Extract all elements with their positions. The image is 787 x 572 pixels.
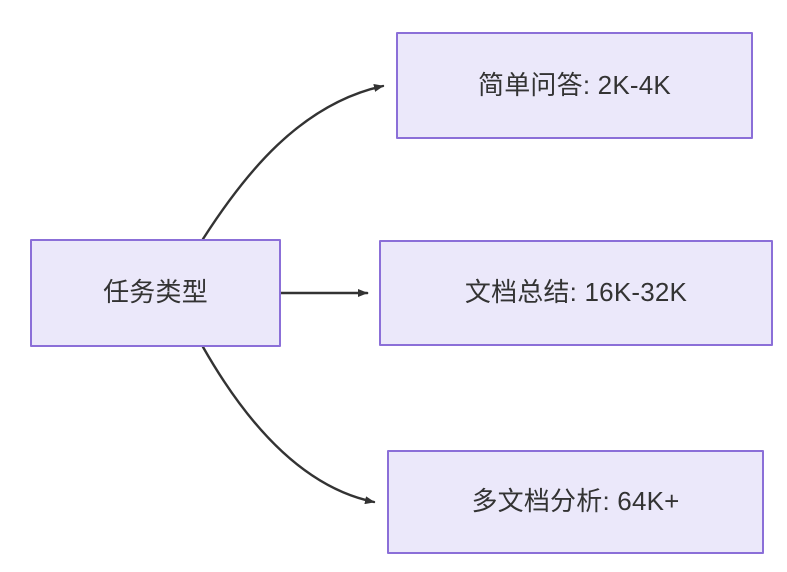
edge-task-type-to-multi-doc-analysis bbox=[201, 345, 376, 505]
node-doc-summary-label: 文档总结: 16K-32K bbox=[464, 277, 688, 308]
node-multi-doc-analysis[interactable]: 多文档分析: 64K+ bbox=[387, 450, 764, 554]
node-doc-summary[interactable]: 文档总结: 16K-32K bbox=[379, 240, 773, 346]
node-task-type-label: 任务类型 bbox=[103, 277, 208, 308]
node-task-type[interactable]: 任务类型 bbox=[30, 239, 281, 347]
node-simple-qa-label: 简单问答: 2K-4K bbox=[478, 69, 671, 100]
node-simple-qa[interactable]: 简单问答: 2K-4K bbox=[396, 32, 753, 139]
node-multi-doc-analysis-label: 多文档分析: 64K+ bbox=[471, 486, 680, 517]
edge-task-type-to-simple-qa bbox=[201, 84, 385, 241]
